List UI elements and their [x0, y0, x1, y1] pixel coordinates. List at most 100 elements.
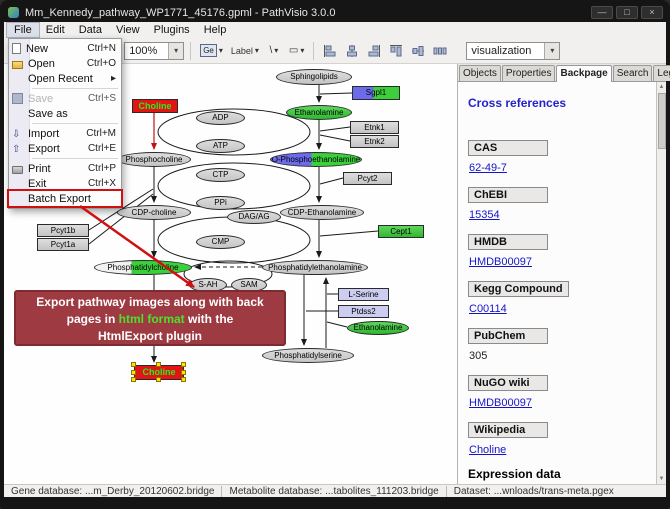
- add-label-button[interactable]: Label▾: [230, 45, 259, 56]
- tab-properties[interactable]: Properties: [501, 65, 556, 81]
- pathway-node-adp[interactable]: ADP: [196, 111, 245, 125]
- pathway-node-l-serine[interactable]: L-Serine: [338, 288, 389, 301]
- pathway-node-phosphatidylethanolamine[interactable]: Phosphatidylethanolamine: [262, 260, 368, 275]
- menu-plugins[interactable]: Plugins: [153, 24, 190, 36]
- pathway-node-etnk2[interactable]: Etnk2: [350, 135, 399, 148]
- menu-edit[interactable]: Edit: [45, 24, 65, 36]
- menu-file[interactable]: File: [6, 22, 40, 38]
- align-middle-button[interactable]: [408, 41, 428, 61]
- pathway-node-dag-ag[interactable]: DAG/AG: [227, 210, 281, 224]
- file-menu-item-label: Open: [28, 57, 55, 70]
- xref-id-link[interactable]: Choline: [469, 444, 507, 456]
- add-line-button[interactable]: \▾: [269, 45, 279, 56]
- minimize-button[interactable]: —: [591, 6, 613, 19]
- pathway-node-sam[interactable]: SAM: [231, 278, 267, 292]
- pathway-node-etnk1[interactable]: Etnk1: [350, 121, 399, 134]
- pathway-node-cdp-choline[interactable]: CDP-choline: [117, 205, 191, 220]
- callout-line-2-post: with the: [184, 312, 234, 326]
- maximize-button[interactable]: □: [616, 6, 638, 19]
- file-menu-item-label: Save as: [28, 107, 68, 120]
- menu-shortcut: Ctrl+S: [87, 93, 116, 104]
- file-menu-item-batch-export[interactable]: Batch Export: [7, 189, 123, 208]
- pathway-node-phosphocholine[interactable]: Phosphocholine: [117, 152, 191, 167]
- selection-handle[interactable]: [131, 369, 136, 375]
- file-menu-item-open-recent[interactable]: Open Recent▸: [9, 71, 121, 86]
- pathway-node-ppi[interactable]: PPi: [196, 196, 245, 210]
- selection-handle[interactable]: [181, 377, 186, 382]
- no-icon: [12, 108, 23, 119]
- selection-handle[interactable]: [156, 377, 161, 382]
- no-icon: [12, 73, 23, 84]
- pathway-node-sphingolipids[interactable]: Sphingolipids: [276, 69, 352, 85]
- scroll-up-icon[interactable]: ▲: [658, 84, 665, 90]
- pathway-node-ethanolamine[interactable]: Ethanolamine: [286, 105, 352, 120]
- backpage-title: Cross references: [468, 96, 567, 110]
- distribute-button[interactable]: [430, 41, 450, 61]
- align-center-button[interactable]: [342, 41, 362, 61]
- tab-legend[interactable]: Legend: [653, 65, 670, 81]
- pathway-node-cdp-ethanolamine[interactable]: CDP-Ethanolamine: [280, 205, 364, 220]
- tab-search[interactable]: Search: [612, 65, 653, 81]
- add-shape-button[interactable]: ▭▾: [288, 45, 305, 56]
- tab-objects[interactable]: Objects: [459, 65, 501, 81]
- scroll-down-icon[interactable]: ▼: [658, 476, 665, 482]
- scrollbar-thumb[interactable]: [657, 93, 666, 149]
- panel-scrollbar[interactable]: ▲ ▼: [656, 82, 666, 484]
- callout-line-3: HtmlExport plugin: [98, 329, 202, 343]
- align-right-button[interactable]: [364, 41, 384, 61]
- selection-handle[interactable]: [181, 362, 186, 367]
- zoom-select[interactable]: 100% ▾: [124, 41, 185, 60]
- label-tool-icon: Label: [230, 45, 253, 56]
- chevron-down-icon[interactable]: ▾: [544, 42, 560, 59]
- pathway-node-phosphatidylcholine[interactable]: Phosphatidylcholine: [94, 260, 192, 275]
- pathway-node-cept1[interactable]: Cept1: [378, 225, 424, 238]
- visualization-select[interactable]: visualization ▾: [466, 41, 561, 60]
- align-left-button[interactable]: [320, 41, 340, 61]
- pathway-node-cmp[interactable]: CMP: [196, 235, 245, 249]
- add-gene-product-button[interactable]: Ge▾: [197, 41, 226, 61]
- pathway-node-o-phosphoethanolamine[interactable]: O-Phosphoethanolamine: [270, 152, 362, 167]
- menu-help[interactable]: Help: [203, 24, 227, 36]
- xref-id-link[interactable]: 15354: [469, 209, 500, 221]
- tab-backpage[interactable]: Backpage: [556, 65, 612, 82]
- pathway-node-pcyt1a[interactable]: Pcyt1a: [37, 238, 89, 251]
- pathway-node-ethanolamine[interactable]: Ethanolamine: [347, 321, 409, 335]
- no-icon: [12, 193, 23, 204]
- xref-id-link[interactable]: HMDB00097: [469, 397, 532, 409]
- pathway-node-ptdss2[interactable]: Ptdss2: [338, 305, 389, 318]
- xref-id-link[interactable]: C00114: [469, 303, 507, 315]
- pathway-node-pcyt1b[interactable]: Pcyt1b: [37, 224, 89, 237]
- chevron-down-icon[interactable]: ▾: [168, 42, 184, 59]
- titlebar[interactable]: Mm_Kennedy_pathway_WP1771_45176.gpml - P…: [5, 3, 665, 22]
- selection-handle[interactable]: [131, 362, 136, 367]
- pathway-node-pcyt2[interactable]: Pcyt2: [343, 172, 392, 185]
- pathway-canvas[interactable]: Export pathway images along with back pa…: [4, 64, 458, 484]
- xref-id-link[interactable]: 62-49-7: [469, 162, 507, 174]
- side-panel-tabs: ObjectsPropertiesBackpageSearchLegend: [458, 64, 670, 82]
- close-button[interactable]: ×: [641, 6, 663, 19]
- pathway-node-atp[interactable]: ATP: [196, 139, 245, 153]
- selection-handle[interactable]: [131, 377, 136, 382]
- file-menu-item-save-as[interactable]: Save as: [9, 106, 121, 121]
- selection-handle[interactable]: [181, 369, 186, 375]
- menu-data[interactable]: Data: [78, 24, 102, 36]
- pathway-node-phosphatidylserine[interactable]: Phosphatidylserine: [262, 348, 354, 363]
- selection-handle[interactable]: [156, 362, 161, 367]
- pathway-node-choline[interactable]: Choline: [132, 99, 178, 113]
- xref-id-link[interactable]: HMDB00097: [469, 256, 532, 268]
- align-top-button[interactable]: [386, 41, 406, 61]
- pathway-node-sgpl1[interactable]: Sgpl1: [352, 86, 400, 100]
- pathway-node-ctp[interactable]: CTP: [196, 168, 245, 182]
- callout-line-1: Export pathway images along with back: [36, 295, 264, 309]
- menu-view[interactable]: View: [115, 24, 140, 36]
- shape-tool-icon: ▭: [288, 45, 299, 56]
